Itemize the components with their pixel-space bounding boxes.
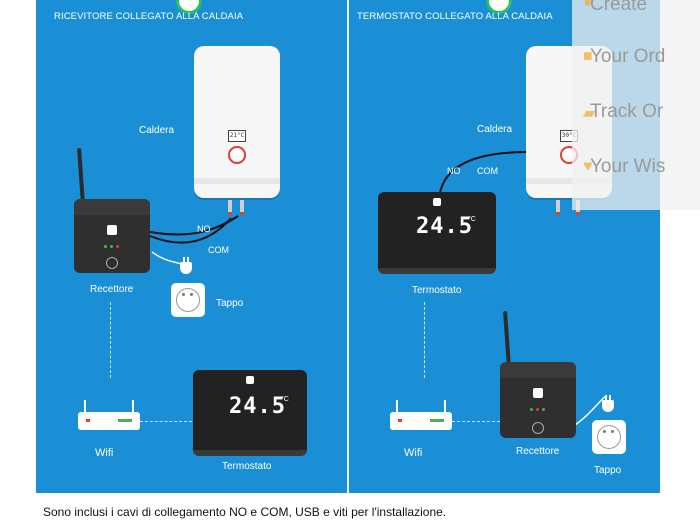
socket-hole [603,430,606,433]
wifi-router-icon [78,400,140,430]
menu-item-create[interactable]: Create [590,0,648,15]
logo-icon [246,376,254,384]
boiler-band [194,178,280,184]
led-green [104,245,107,248]
plug-label: Tappo [594,465,622,476]
receiver-device [500,362,576,438]
no-label: NO [447,166,461,176]
led-green [542,408,545,411]
boiler-pipe [228,200,232,215]
receiver-label: Recettore [516,446,560,457]
socket-icon [171,283,205,317]
check-icon [486,0,512,14]
plug-icon [602,395,614,412]
router-antenna [132,400,134,412]
account-dropdown-overlay [572,0,700,210]
wifi-label: Wifi [404,447,423,459]
router-antenna [444,400,446,412]
router-led [398,419,402,422]
check-icon [176,0,202,14]
panel-divider [347,0,349,493]
power-button-icon [532,422,544,434]
led-red [116,245,119,248]
router-antenna [84,400,86,412]
plug-icon [180,257,192,274]
plug-label: Tappo [216,298,244,309]
socket-hole [611,430,614,433]
no-label: NO [197,224,211,234]
left-heading: RICEVITORE COLLEGATO ALLA CALDAIA [54,11,244,22]
wifi-router-icon [390,400,452,430]
boiler-knob [228,146,246,164]
footer-note: Sono inclusi i cavi di collegamento NO e… [43,505,447,519]
box-icon[interactable]: ■ [583,48,593,65]
thermostat-label: Termostato [412,285,462,296]
socket-icon [592,420,626,454]
receiver-top [74,199,150,215]
logo-icon [533,388,543,398]
truck-icon[interactable]: ▰ [583,105,596,122]
receiver-top [500,362,576,378]
led-red [536,408,539,411]
thermostat-device: 24.5 °C [193,370,307,456]
led-green [110,245,113,248]
menu-item-your-wishlist[interactable]: Your Wis [590,156,666,177]
thermostat-label: Termostato [222,461,272,472]
socket-hole [182,293,185,296]
boiler-unit: 21°C [194,46,280,198]
router-led [430,419,444,422]
dashed-link [110,302,111,378]
thermostat-unit: °C [468,216,476,223]
menu-item-your-orders[interactable]: Your Ord [590,46,666,67]
thermostat-display: 24.5 [416,214,473,239]
logo-icon [433,198,441,206]
dashed-link [452,421,500,422]
menu-item-track-orders[interactable]: Track Or [590,101,664,122]
socket-hole [190,293,193,296]
user-plus-icon[interactable]: ● [583,0,593,11]
wifi-label: Wifi [95,447,114,459]
power-button-icon [106,257,118,269]
heart-icon[interactable]: ♥ [583,158,593,175]
boiler-pipe [556,200,560,215]
boiler-band [526,178,612,184]
router-led [118,419,132,422]
socket-inner [176,288,200,312]
thermostat-device: 24.5 °C [378,192,496,274]
receiver-label: Recettore [90,284,134,295]
com-label: COM [208,245,229,255]
logo-icon [107,225,117,235]
receiver-device [74,199,150,273]
com-label: COM [477,166,498,176]
thermostat-display: 24.5 [229,394,286,419]
router-antenna [396,400,398,412]
dashed-link [424,302,425,378]
boiler-label: Caldera [139,125,175,136]
boiler-screen: 21°C [228,130,246,142]
right-heading: TERMOSTATO COLLEGATO ALLA CALDAIA [357,11,553,22]
thermostat-unit: °C [281,396,289,403]
router-led [86,419,90,422]
boiler-label: Caldera [477,124,513,135]
boiler-pipe [240,200,244,215]
socket-inner [597,425,621,449]
dashed-link [140,421,192,422]
led-green [530,408,533,411]
